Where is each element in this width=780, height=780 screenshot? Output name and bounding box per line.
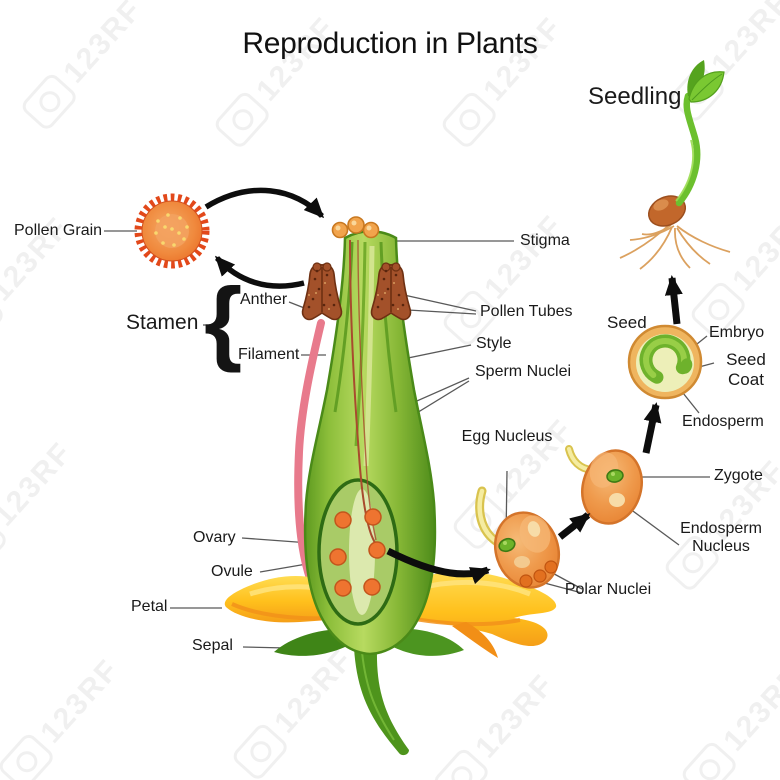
label-seed: Seed (607, 313, 647, 332)
label-egg-nucleus: Egg Nucleus (461, 428, 553, 445)
polar-nuclei-dots (519, 560, 558, 588)
arrow-anther-to-grain (214, 255, 305, 289)
pollen-grain-illustration (134, 193, 210, 269)
label-stamen: Stamen (126, 311, 199, 334)
label-polar-nuclei: Polar Nuclei (564, 581, 652, 598)
anther-left (301, 262, 343, 321)
pollination-arrows (204, 187, 325, 289)
zygote-dot (606, 469, 624, 483)
label-sperm-nuclei: Sperm Nuclei (475, 363, 572, 380)
stigma-tip (331, 216, 380, 239)
zygote-cell-illustration (565, 445, 643, 525)
stage-arrows (386, 275, 683, 585)
label-style: Style (476, 335, 512, 352)
seed-illustration (627, 324, 703, 400)
label-pollen-grain: Pollen Grain (14, 222, 103, 239)
label-endosperm-nucleus: Endosperm Nucleus (680, 520, 762, 556)
label-ovary: Ovary (193, 529, 236, 546)
label-filament: Filament (238, 346, 300, 363)
label-endosperm: Endosperm (682, 413, 764, 430)
label-embryo: Embryo (709, 324, 765, 341)
label-zygote: Zygote (714, 467, 763, 484)
endosperm-nucleus-dot (609, 493, 625, 507)
seedling-illustration (619, 60, 731, 270)
flower-illustration (224, 216, 557, 756)
roots (619, 223, 731, 270)
label-seedling: Seedling (588, 83, 682, 110)
stem (354, 648, 409, 756)
embryo-sac-illustration (475, 486, 560, 589)
label-seed-coat: Seed Coat (726, 350, 766, 389)
egg-nucleus-dot (498, 537, 516, 553)
label-anther: Anther (240, 291, 288, 308)
arrow-grain-to-stigma (204, 187, 325, 219)
label-petal: Petal (131, 598, 168, 615)
arrow-zygote-to-seed (642, 402, 662, 454)
stamen-brace: { (204, 268, 243, 373)
arrow-ovule-to-sac (386, 547, 491, 585)
arrow-seed-to-seedling (664, 275, 683, 325)
label-sepal: Sepal (192, 637, 233, 654)
label-pollen-tubes: Pollen Tubes (480, 303, 573, 320)
label-stigma: Stigma (520, 232, 570, 249)
arrow-sac-to-zygote (557, 512, 591, 540)
ovules (329, 508, 386, 597)
label-ovule: Ovule (211, 563, 253, 580)
page-title: Reproduction in Plants (242, 27, 538, 60)
